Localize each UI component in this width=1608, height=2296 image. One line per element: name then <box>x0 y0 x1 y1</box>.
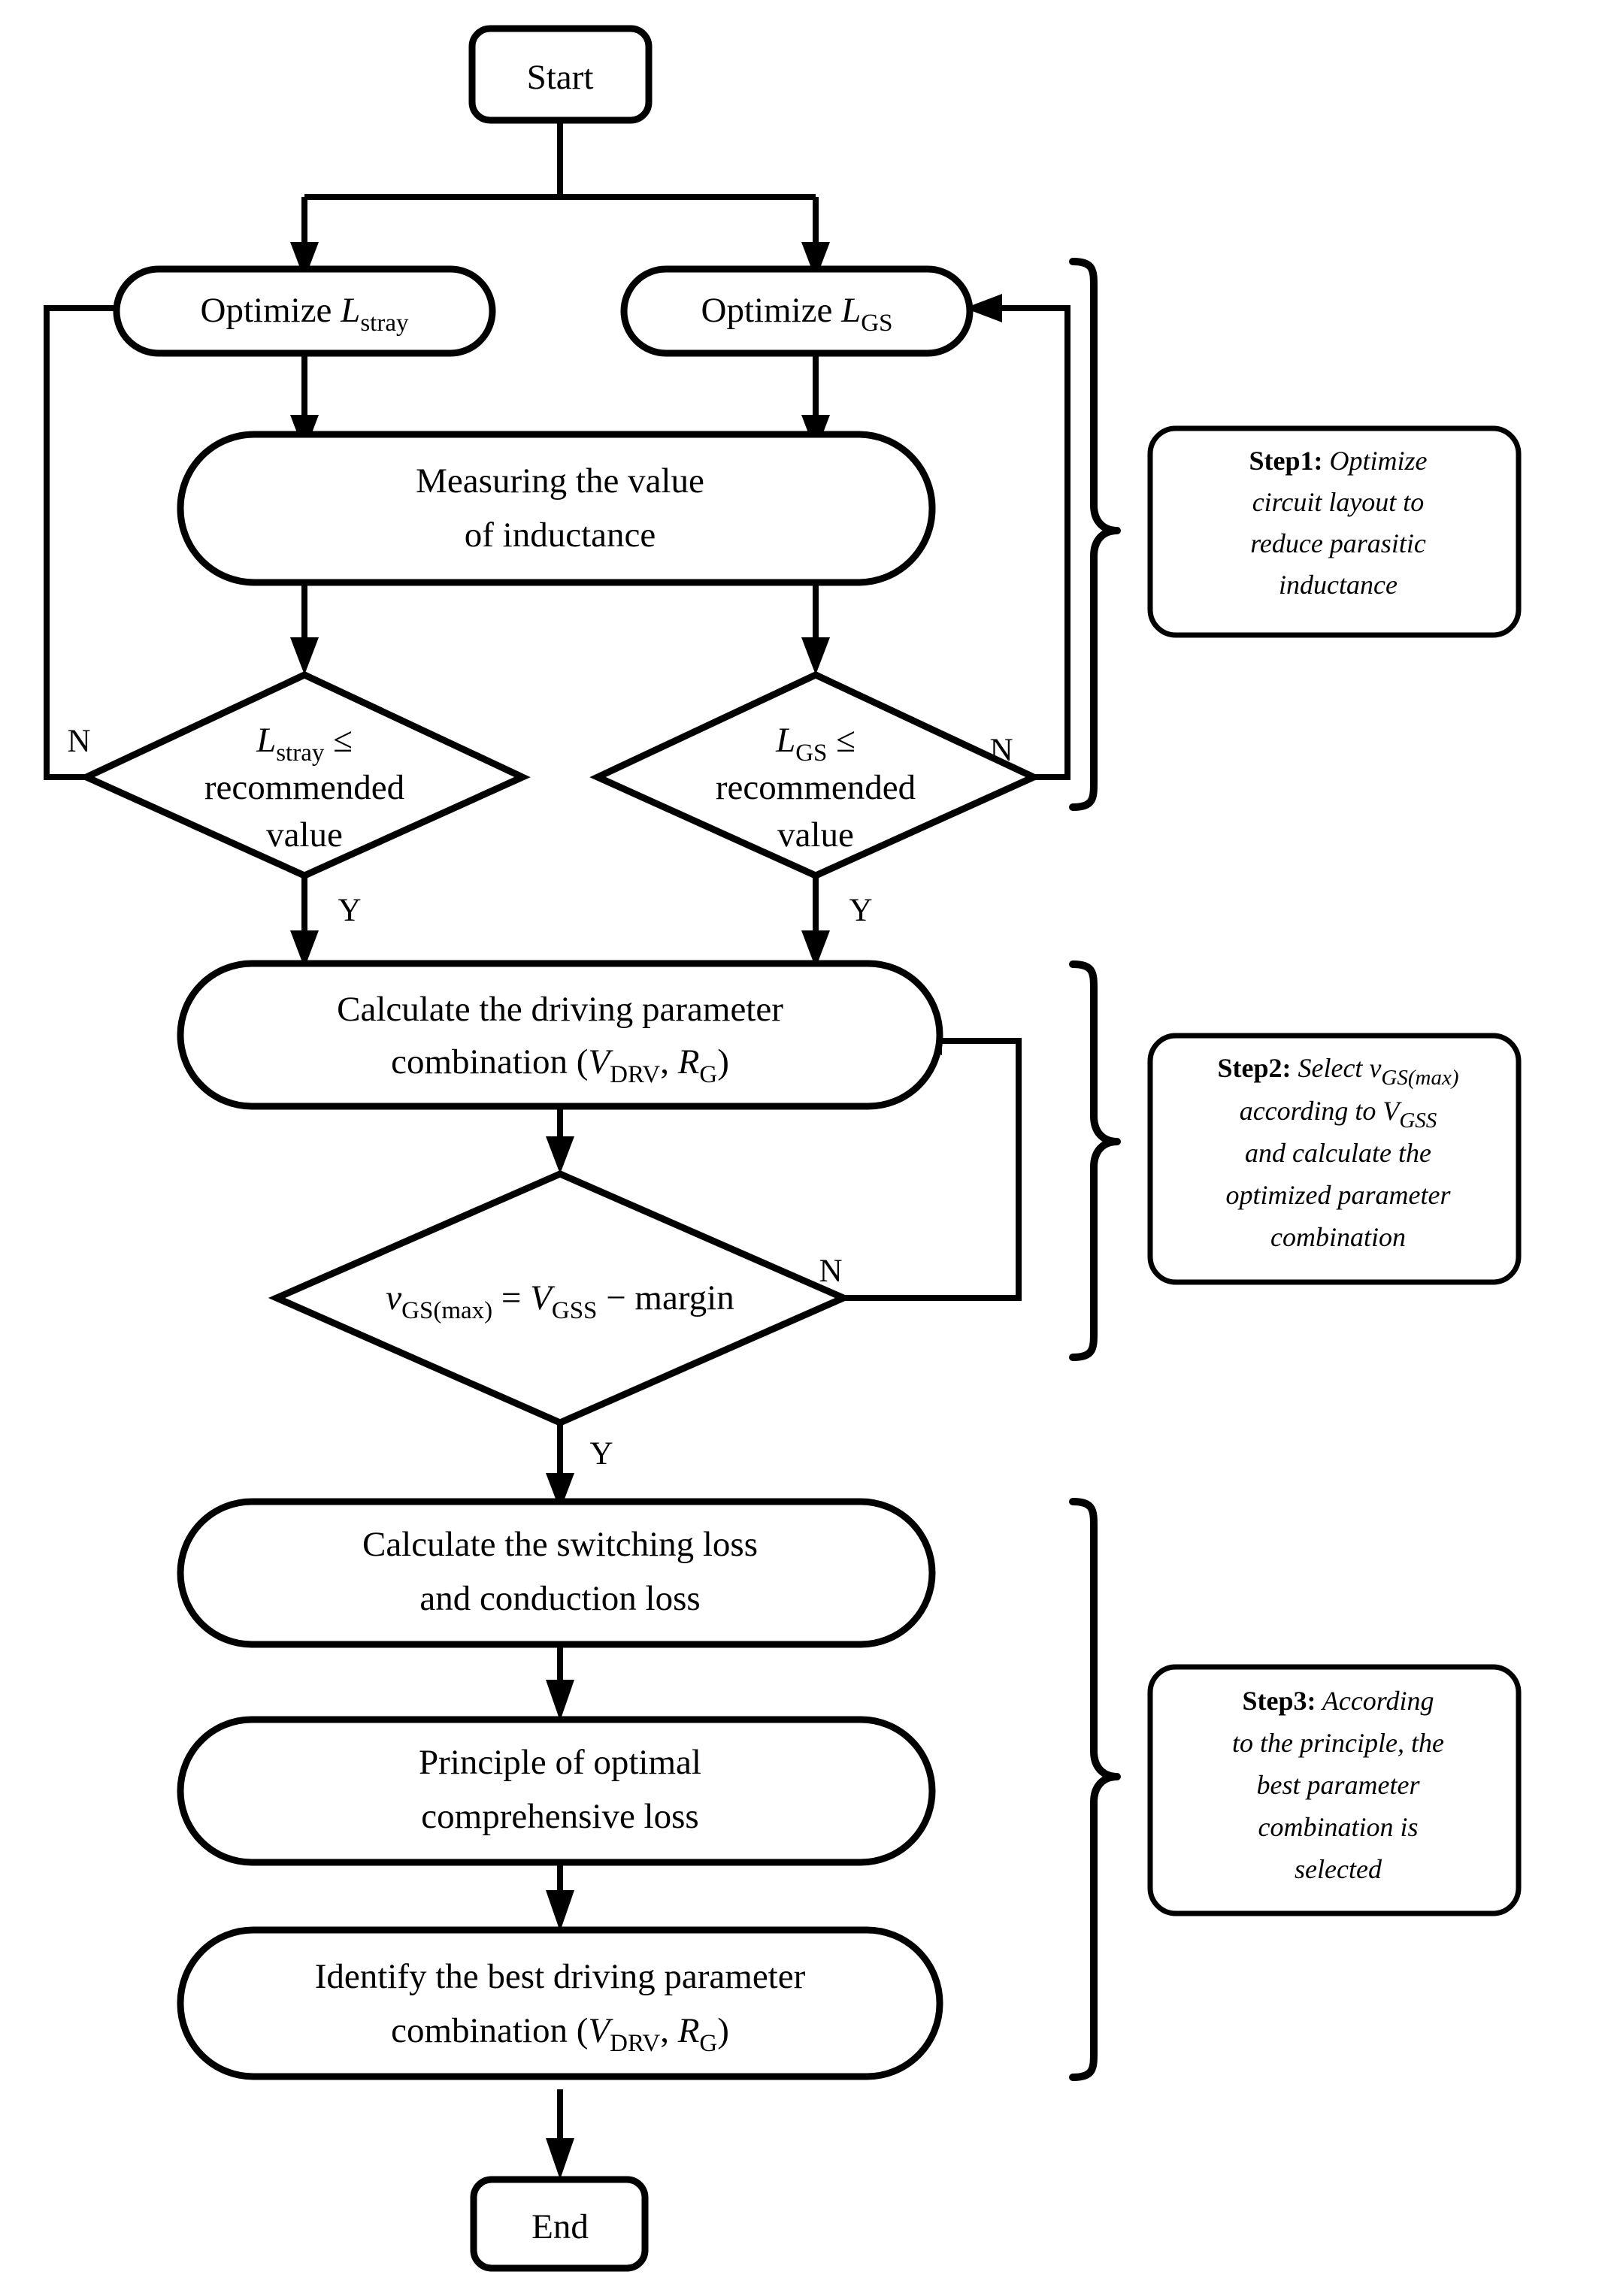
node-optimize-lgs-label: Optimize LGS <box>701 291 893 337</box>
node-decision-lgs-line1: LGS ≤ <box>775 721 855 767</box>
node-measure-line2: of inductance <box>465 516 656 555</box>
node-decision-lstray <box>78 671 531 879</box>
node-calc-loss-line2: and conduction loss <box>419 1579 700 1618</box>
annotation-step3-line2: to the principle, the <box>1232 1728 1444 1758</box>
node-decision-lgs-line2: recommended <box>716 768 916 807</box>
arrowhead-decvgs-calcloss <box>546 1473 574 1511</box>
node-decision-lstray-line3: value <box>266 815 343 855</box>
node-optimize-lgs <box>620 265 974 357</box>
brace-step2 <box>1069 960 1121 1361</box>
annotation-step1-box <box>1147 425 1522 638</box>
node-optimize-lstray-label: Optimize Lstray <box>201 291 409 337</box>
edge-label-y-left: Y <box>338 893 361 928</box>
arrowhead-identify-end <box>546 2138 574 2180</box>
arrowhead-to-optimize-lgs <box>801 242 830 280</box>
node-calc-driving-parameter <box>177 960 943 1110</box>
node-calc-loss <box>177 1498 936 1648</box>
edge-n-feedback-vgs <box>843 1038 1022 1301</box>
arrowhead-to-optimize-lstray <box>290 242 319 280</box>
arrowhead-measure-declstray <box>290 637 319 675</box>
annotation-step3-line4: combination is <box>1258 1812 1419 1842</box>
node-decision-vgs <box>268 1170 852 1426</box>
annotation-step1-line1: Step1: Optimize <box>1249 446 1428 476</box>
annotation-step3-line3: best parameter <box>1257 1770 1421 1800</box>
node-identify-line1: Identify the best driving parameter <box>315 1957 806 1996</box>
node-identify-line2: combination (VDRV, RG) <box>391 2011 729 2057</box>
node-calc-driving-line1: Calculate the driving parameter <box>337 990 783 1029</box>
arrowhead-measure-declgs <box>801 637 830 675</box>
annotation-step2-line1: Step2: Select vGS(max) <box>1217 1053 1458 1090</box>
node-principle <box>177 1716 936 1866</box>
node-decision-lstray-line1: Lstray ≤ <box>256 721 353 767</box>
node-optimize-lstray <box>113 265 496 357</box>
node-decision-lstray-line2: recommended <box>204 768 404 807</box>
node-calc-driving-line2: combination (VDRV, RG) <box>391 1042 729 1088</box>
annotation-step1-line2: circuit layout to <box>1252 487 1425 517</box>
node-end-label: End <box>531 2207 589 2246</box>
node-start-label: Start <box>527 58 594 97</box>
arrowhead-principle-identify <box>546 1890 574 1931</box>
annotation-step2-line2: according to VGSS <box>1240 1096 1437 1133</box>
edge-label-y-mid: Y <box>589 1436 613 1472</box>
annotation-step3-box <box>1147 1664 1522 1916</box>
arrowhead-calcloss-principle <box>546 1680 574 1721</box>
annotation-step1-line3: reduce parasitic <box>1250 528 1426 558</box>
node-principle-line2: comprehensive loss <box>421 1797 698 1836</box>
edge-label-n-mid: N <box>819 1254 842 1289</box>
node-calc-loss-line1: Calculate the switching loss <box>362 1525 758 1564</box>
node-end <box>470 2176 649 2272</box>
edge-label-n-left: N <box>67 724 90 759</box>
annotation-step3-line1: Step3: According <box>1243 1686 1434 1716</box>
node-start <box>468 25 653 124</box>
arrowhead-n-feedback-right <box>964 294 1002 322</box>
annotation-step2-line4: optimized parameter <box>1226 1180 1452 1210</box>
brace-step3 <box>1069 1498 1121 2081</box>
annotation-step2-box <box>1147 1033 1522 1285</box>
annotation-step2-line3: and calculate the <box>1245 1138 1431 1168</box>
edge-label-n-right: N <box>989 733 1013 768</box>
annotation-step1-line4: inductance <box>1279 570 1398 600</box>
edge-label-y-right: Y <box>849 893 872 928</box>
node-decision-vgs-label: vGS(max) = VGSS − margin <box>386 1278 734 1324</box>
arrowhead-declgs-calc <box>801 930 830 968</box>
node-measure-line1: Measuring the value <box>416 461 704 501</box>
annotation-step2-line5: combination <box>1270 1222 1406 1252</box>
edge-n-feedback-right <box>1000 305 1070 780</box>
node-decision-lgs-line3: value <box>777 815 854 855</box>
edge-n-feedback-left <box>44 305 120 780</box>
arrowhead-calc-decvgs <box>546 1136 574 1174</box>
brace-step1 <box>1069 258 1121 811</box>
annotation-step3-line5: selected <box>1295 1854 1382 1884</box>
node-principle-line1: Principle of optimal <box>419 1743 701 1782</box>
node-decision-lgs <box>589 671 1042 879</box>
arrowhead-declstray-calc <box>290 930 319 968</box>
node-measure-inductance <box>177 431 936 586</box>
node-identify-best <box>177 1926 943 2080</box>
